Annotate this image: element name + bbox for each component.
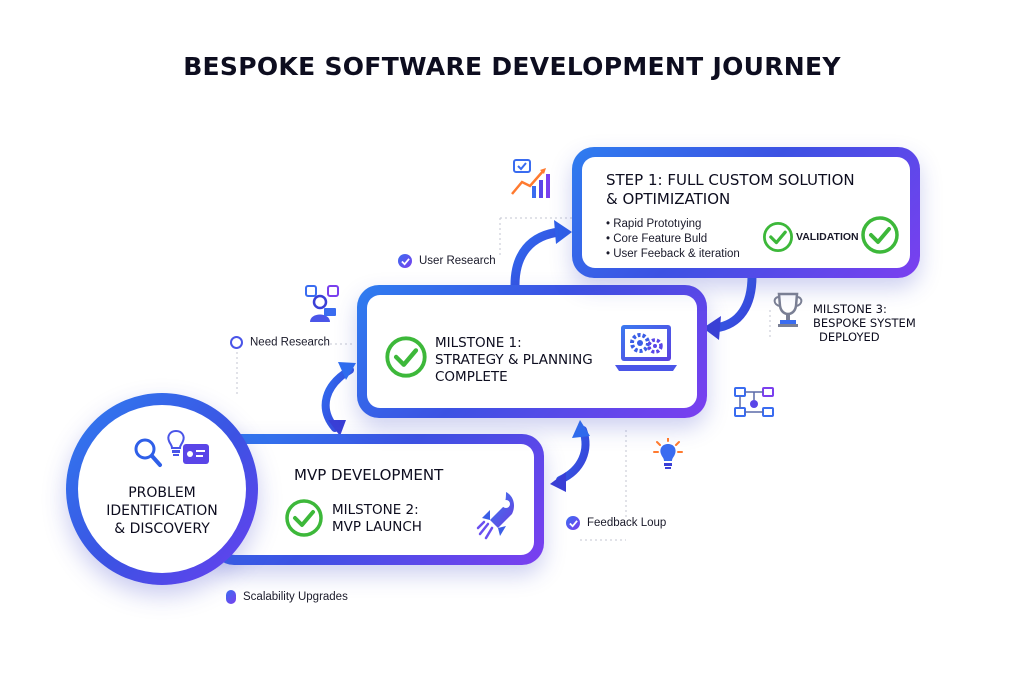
check-icon — [384, 335, 428, 384]
arrow-mvp-strategy-right — [550, 420, 590, 492]
need-research-text: Need Research — [250, 336, 330, 349]
check-icon — [284, 498, 324, 543]
arrow-strategy-to-step1 — [510, 220, 572, 290]
page-title: BESPOKE SOFTWARE DEVELOPMENT JOURNEY — [183, 52, 841, 81]
check-icon — [860, 215, 900, 260]
pill-dot-icon — [226, 590, 236, 604]
arrow-step1-to-strategy — [703, 271, 757, 340]
step1-custom-solution-card: STEP 1: FULL CUSTOM SOLUTION & OPTIMIZAT… — [572, 147, 920, 278]
laptop-gears-icon — [615, 323, 681, 384]
magnifier-icon — [133, 437, 163, 476]
step1-title-line-2: & OPTIMIZATION — [606, 190, 731, 208]
strategy-line-2: STRATEGY & PLANNING — [435, 352, 593, 368]
step1-bullet-2: • Core Feature Buld — [606, 233, 708, 245]
mvp-title: MVP DEVELOPMENT — [294, 466, 444, 484]
validation-label: VALIDATION — [796, 231, 859, 243]
check-icon — [762, 221, 794, 258]
problem-line-3: & DISCOVERY — [114, 521, 210, 537]
growth-chart-icon — [508, 158, 552, 205]
milestone3-line-2: BESPOKE SYSTEM — [813, 316, 916, 330]
flowchart-icon — [733, 386, 779, 427]
problem-line-2: IDENTIFICATION — [106, 503, 218, 519]
problem-line-1: PROBLEM — [128, 485, 196, 501]
feedback-loop-text: Feedback Loup — [587, 517, 667, 530]
arrow-mvp-strategy-left — [321, 362, 356, 436]
step1-title-line-1: STEP 1: FULL CUSTOM SOLUTION — [606, 171, 855, 189]
researcher-icon — [304, 284, 340, 329]
scalability-text: Scalability Upgrades — [243, 591, 348, 604]
circle-dot-icon — [230, 336, 243, 349]
problem-identification-circle: PROBLEM IDENTIFICATION & DISCOVERY — [66, 393, 258, 585]
rocket-icon — [476, 488, 520, 545]
step1-bullet-3: • User Feeback & iteration — [606, 248, 740, 260]
step1-bullet-3-text: User Feeback & iteration — [613, 248, 740, 260]
profile-card-icon — [182, 443, 210, 470]
milestone3-line-1: MILSTONE 3: — [813, 302, 887, 316]
mvp-milestone-line-1: MILSTONE 2: — [332, 502, 419, 518]
lightbulb-icon — [166, 429, 186, 462]
need-research-label: Need Research — [230, 336, 330, 349]
strategy-planning-card: MILSTONE 1: STRATEGY & PLANNING COMPLETE — [357, 285, 707, 418]
user-research-label: User Research — [398, 254, 496, 268]
strategy-line-3: COMPLETE — [435, 369, 508, 385]
trophy-icon — [771, 290, 805, 335]
scalability-label: Scalability Upgrades — [226, 590, 348, 604]
check-dot-icon — [566, 516, 580, 530]
strategy-line-1: MILSTONE 1: — [435, 335, 522, 351]
idea-bulb-icon — [651, 437, 685, 481]
feedback-loop-label: Feedback Loup — [566, 516, 666, 530]
user-research-text: User Research — [419, 255, 496, 268]
step1-bullet-1: • Rapid Prototıying — [606, 218, 702, 230]
check-dot-icon — [398, 254, 412, 268]
milestone3-line-3: DEPLOYED — [819, 330, 880, 344]
mvp-milestone-line-2: MVP LAUNCH — [332, 519, 422, 535]
mvp-development-card: MVP DEVELOPMENT MILSTONE 2: MVP LAUNCH — [212, 434, 544, 565]
step1-bullet-1-text: Rapid Prototıying — [613, 218, 702, 230]
step1-bullet-2-text: Core Feature Buld — [613, 233, 708, 245]
